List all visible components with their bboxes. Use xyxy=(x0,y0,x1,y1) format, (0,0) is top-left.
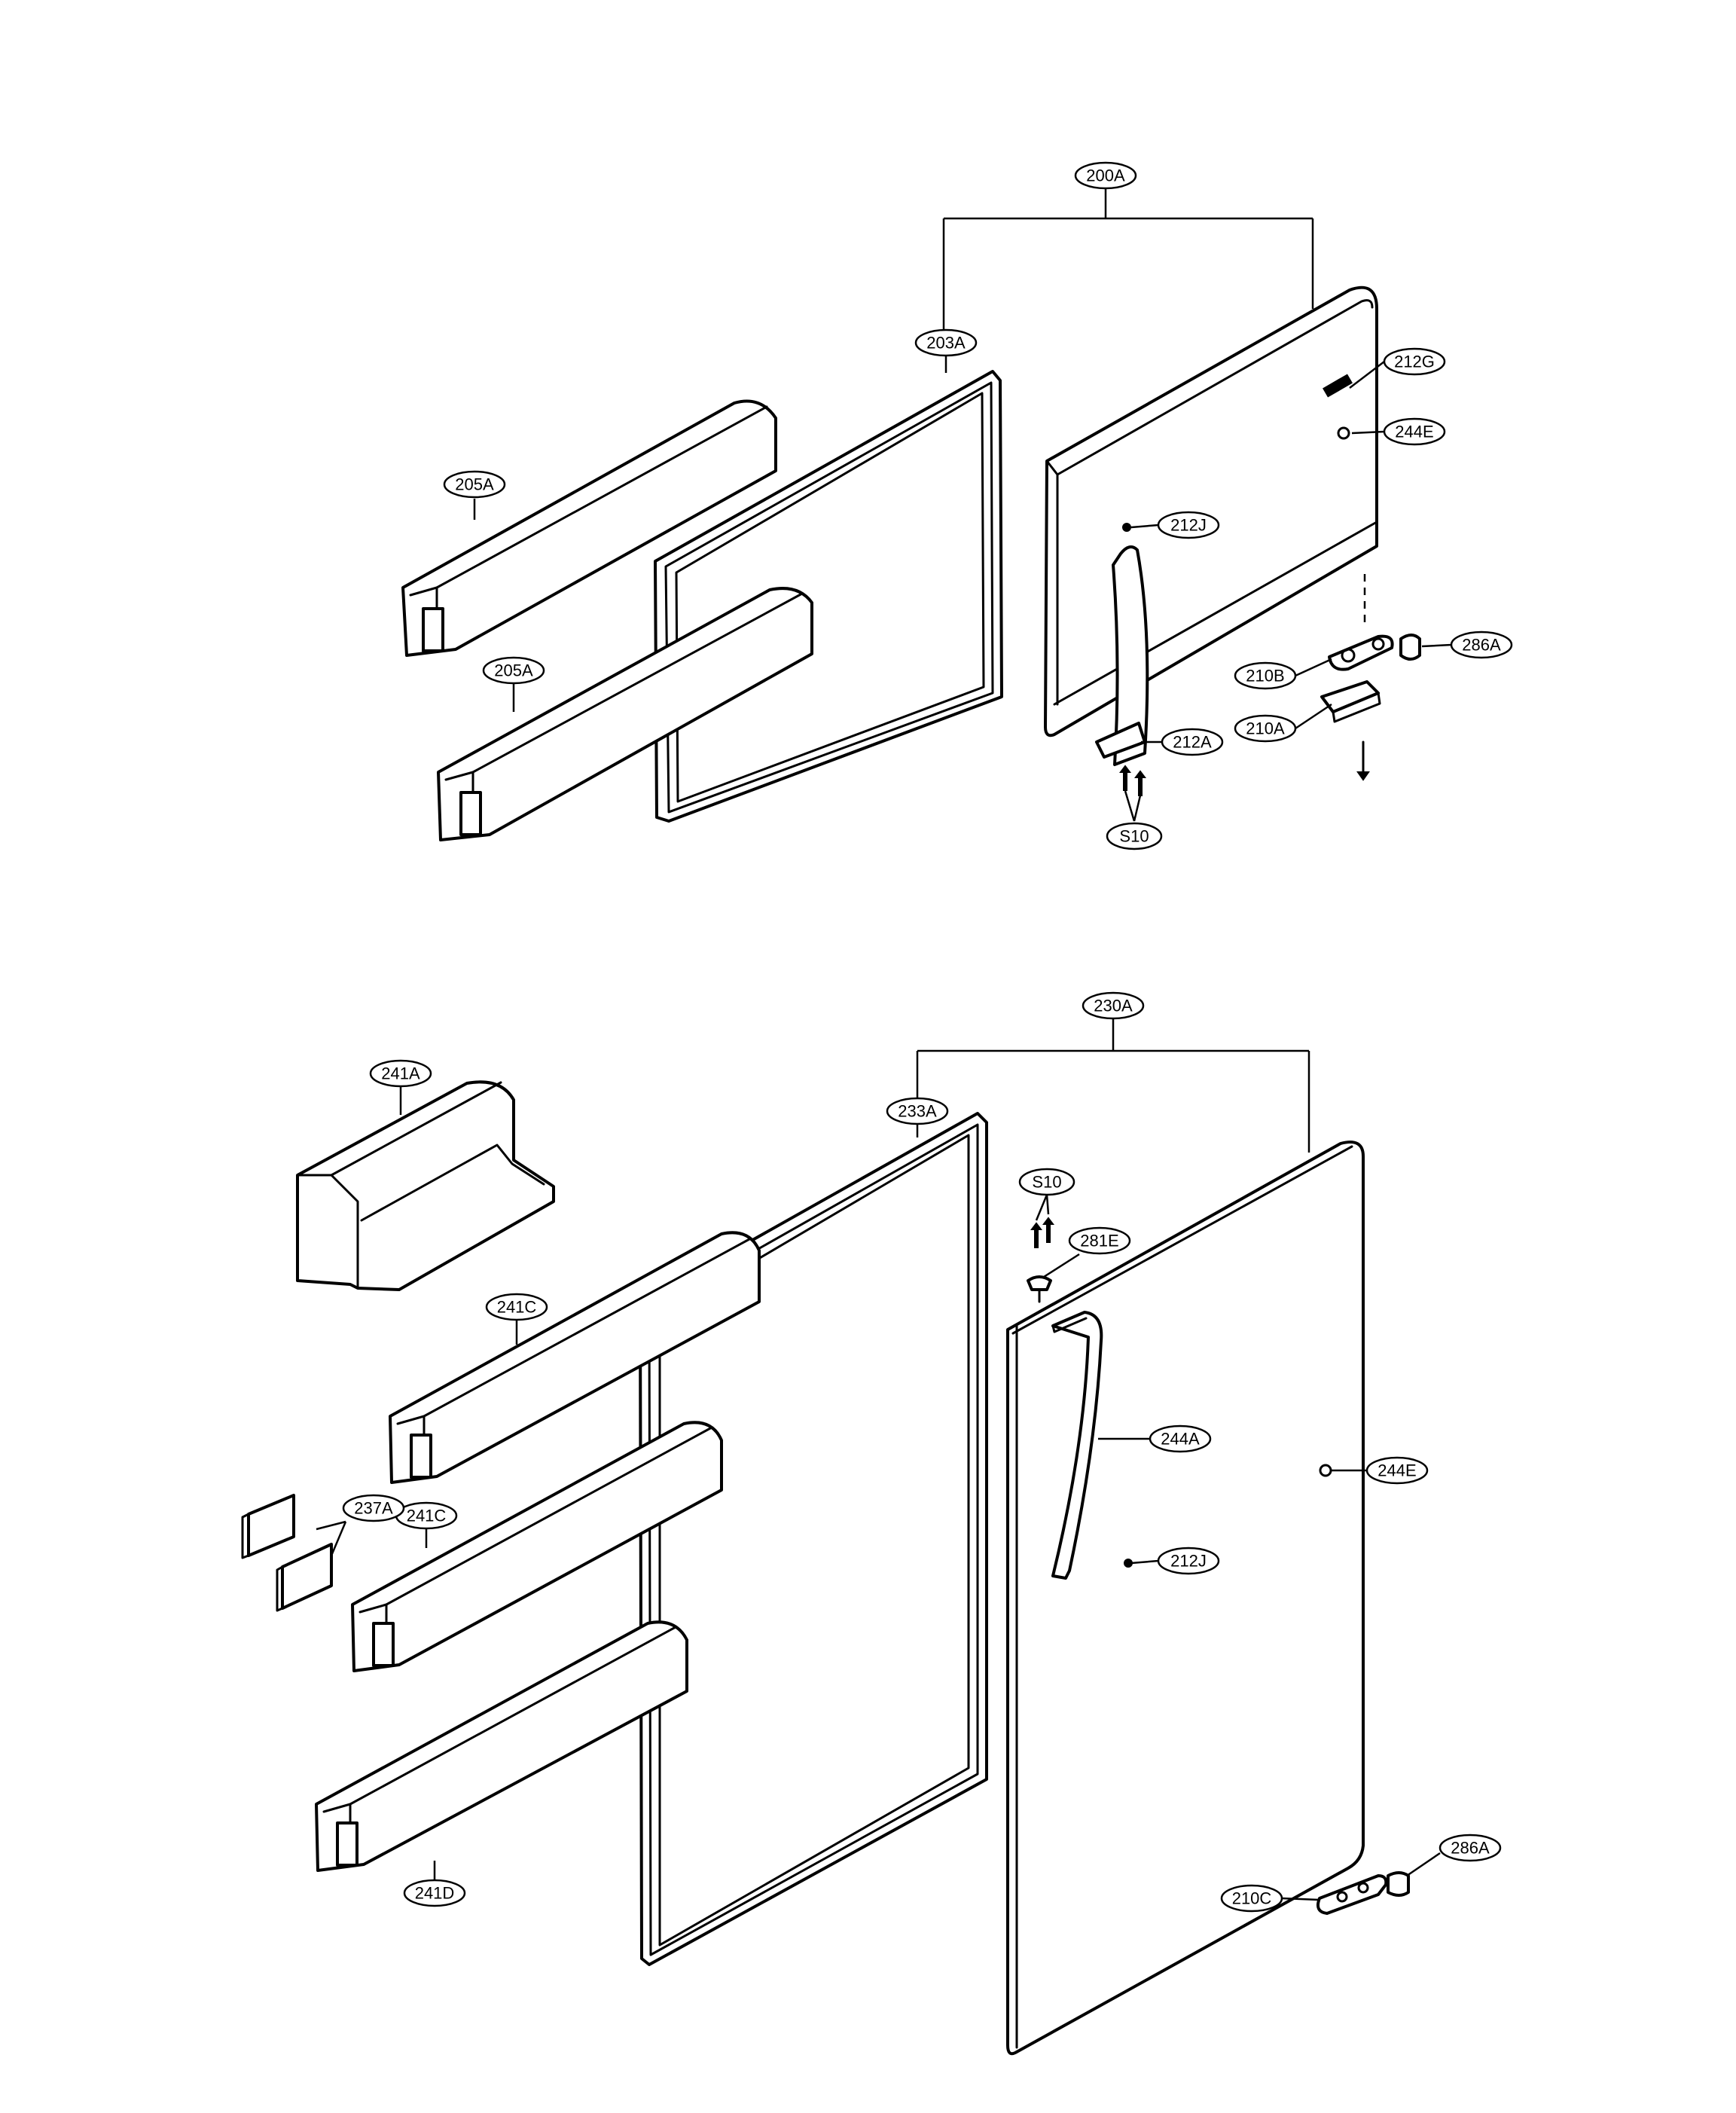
callout-244A: 244A xyxy=(1149,1424,1212,1453)
door-bin-205A-upper xyxy=(401,399,777,657)
leader-lines xyxy=(316,356,1452,1901)
bracket-230A xyxy=(916,1018,1310,1153)
callout-241D: 241D xyxy=(403,1879,466,1907)
callout-237A-text: 237A xyxy=(354,1499,393,1518)
callout-233A: 233A xyxy=(886,1097,949,1125)
callout-S10-bottom: S10 xyxy=(1018,1168,1075,1196)
callout-212G: 212G xyxy=(1383,347,1446,376)
callout-212A: 212A xyxy=(1161,728,1224,756)
callout-233A-text: 233A xyxy=(898,1102,937,1121)
callout-230A-text: 230A xyxy=(1094,997,1133,1015)
cap-281E xyxy=(1027,1275,1052,1303)
callout-205A-lower: 205A xyxy=(482,656,545,685)
callout-230A: 230A xyxy=(1082,991,1145,1020)
cap-286A-top xyxy=(1399,634,1421,661)
callout-244E-bottom: 244E xyxy=(1365,1456,1429,1485)
callout-286A-top-text: 286A xyxy=(1462,636,1501,655)
door-bin-241C-upper xyxy=(389,1231,761,1484)
callout-244A-text: 244A xyxy=(1161,1430,1200,1449)
callout-205A-upper-text: 205A xyxy=(455,475,494,494)
bracket-200A xyxy=(942,187,1314,335)
callout-210C-text: 210C xyxy=(1232,1889,1272,1908)
callout-203A: 203A xyxy=(914,328,978,357)
callout-241C-upper: 241C xyxy=(485,1293,548,1321)
hinge-210B xyxy=(1328,634,1394,671)
divider-237A xyxy=(241,1494,333,1612)
callout-212J-top: 212J xyxy=(1157,511,1220,539)
callout-281E: 281E xyxy=(1068,1226,1131,1255)
callout-212J-bottom-text: 212J xyxy=(1170,1552,1207,1571)
callout-210A-text: 210A xyxy=(1246,719,1285,738)
callout-281E-text: 281E xyxy=(1080,1232,1118,1250)
callout-210B-text: 210B xyxy=(1246,667,1284,686)
door-bin-241D xyxy=(315,1620,688,1872)
refrigerator-gasket-233A xyxy=(639,1112,988,1966)
door-bin-205A-lower xyxy=(437,587,813,841)
callout-286A-bottom: 286A xyxy=(1439,1834,1502,1862)
callout-241D-text: 241D xyxy=(415,1884,455,1903)
hinge-210A xyxy=(1320,680,1381,723)
door-bin-241C-lower xyxy=(351,1421,723,1672)
callout-241A-text: 241A xyxy=(381,1064,420,1083)
dairy-bin-241A xyxy=(296,1080,555,1291)
callout-212J-bottom: 212J xyxy=(1157,1547,1220,1575)
callout-212G-text: 212G xyxy=(1394,353,1435,371)
callout-210A: 210A xyxy=(1234,714,1297,743)
callout-200A: 200A xyxy=(1074,161,1137,190)
callout-210B: 210B xyxy=(1234,661,1297,690)
callout-205A-upper: 205A xyxy=(443,470,506,499)
handle-244A xyxy=(1051,1311,1103,1580)
callout-241C-lower: 241C xyxy=(395,1501,458,1530)
hinge-screw xyxy=(1356,740,1370,781)
callout-212A-text: 212A xyxy=(1173,733,1212,752)
callout-241A: 241A xyxy=(369,1059,432,1088)
callout-241C-upper-text: 241C xyxy=(497,1298,537,1317)
screws-S10-bottom xyxy=(1030,1217,1054,1248)
callout-210C: 210C xyxy=(1220,1884,1283,1913)
callout-237A: 237A xyxy=(342,1494,405,1522)
callout-212J-top-text: 212J xyxy=(1170,516,1207,535)
hinge-210C xyxy=(1316,1874,1388,1915)
callout-S10-top: S10 xyxy=(1106,822,1163,850)
callout-S10-bottom-text: S10 xyxy=(1032,1173,1061,1192)
callout-241C-lower-text: 241C xyxy=(407,1507,447,1525)
callout-244E-top: 244E xyxy=(1383,417,1446,446)
callout-244E-bottom-text: 244E xyxy=(1378,1461,1416,1480)
freezer-gasket-203A xyxy=(654,370,1003,823)
callout-244E-top-text: 244E xyxy=(1395,423,1433,441)
refrigerator-door-panel xyxy=(1006,1140,1365,2056)
callout-286A-top: 286A xyxy=(1450,631,1513,659)
callout-200A-text: 200A xyxy=(1086,166,1125,185)
callout-205A-lower-text: 205A xyxy=(494,661,533,680)
cap-286A-bottom xyxy=(1387,1871,1410,1897)
screws-S10-top xyxy=(1119,765,1146,796)
freezer-door-panel xyxy=(1044,285,1378,737)
callout-S10-top-text: S10 xyxy=(1119,827,1149,846)
freezer-handle-212A xyxy=(1095,545,1149,766)
callout-286A-bottom-text: 286A xyxy=(1451,1839,1490,1858)
callout-203A-text: 203A xyxy=(926,334,966,353)
